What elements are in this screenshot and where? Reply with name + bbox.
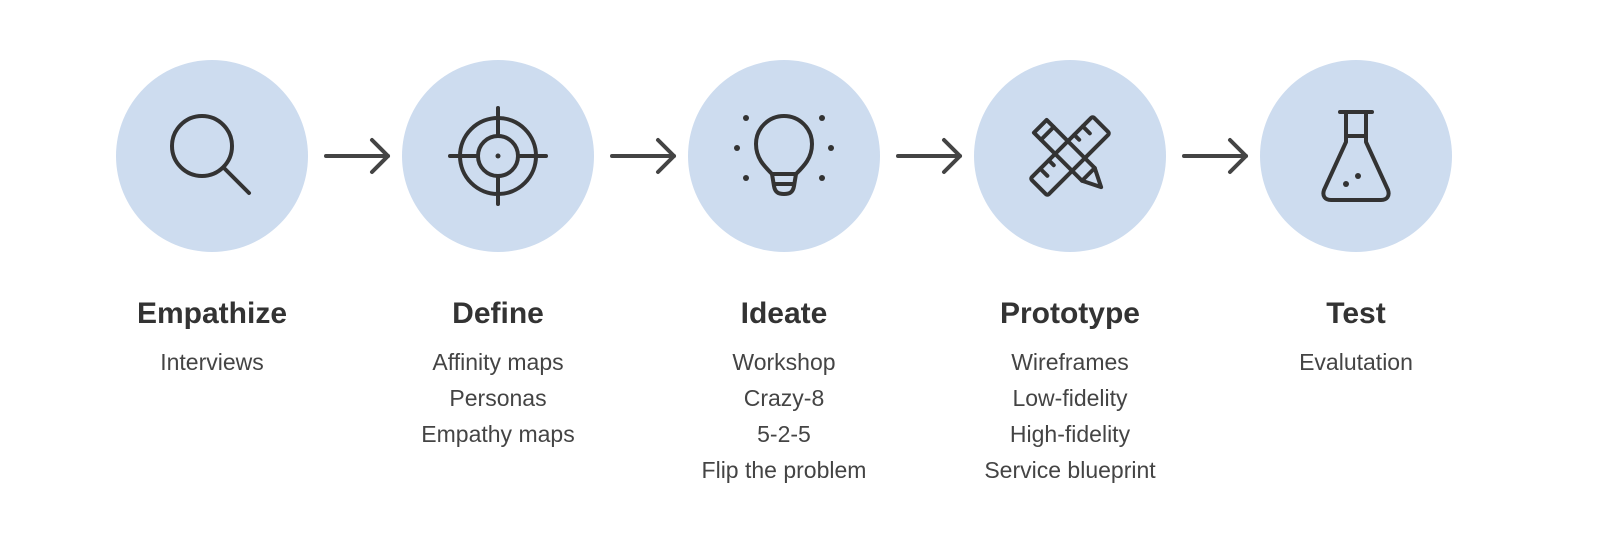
step-item: 5-2-5 [757, 421, 811, 447]
lightbulb-icon [734, 114, 834, 196]
step-empathize: Empathize Interviews [92, 60, 332, 380]
step-item: Personas [449, 385, 547, 411]
step-item: High-fidelity [1009, 421, 1131, 447]
pencil-ruler-icon [1029, 115, 1111, 197]
step-items: Workshop Crazy-8 5-2-5 Flip the problem [702, 344, 867, 488]
step-title: Prototype [999, 297, 1140, 330]
step-items: Interviews [160, 344, 264, 380]
step-circle [402, 60, 594, 252]
step-circle [974, 60, 1166, 252]
step-item: Empathy maps [421, 421, 575, 447]
step-items: Wireframes Low-fidelity High-fidelity Se… [984, 344, 1155, 488]
step-item: Evalutation [1299, 349, 1413, 375]
magnifier-icon [170, 114, 251, 195]
step-item: Flip the problem [701, 457, 867, 483]
crosshair-target-icon [448, 106, 548, 206]
arrow-right-icon [610, 138, 676, 174]
step-title: Ideate [740, 297, 828, 330]
step-title: Empathize [136, 297, 288, 330]
step-item: Affinity maps [432, 349, 564, 375]
step-title: Test [1326, 297, 1386, 330]
step-circle [1260, 60, 1452, 252]
step-item: Service blueprint [984, 457, 1156, 483]
step-define: Define Affinity maps Personas Empathy ma… [378, 60, 618, 452]
step-circle [688, 60, 880, 252]
step-ideate: Ideate Workshop Crazy-8 5-2-5 Flip the p… [664, 60, 904, 488]
step-items: Evalutation [1299, 344, 1413, 380]
step-items: Affinity maps Personas Empathy maps [421, 344, 574, 452]
step-circle [116, 60, 308, 252]
step-item: Crazy-8 [743, 385, 825, 411]
arrow-right-icon [1182, 138, 1248, 174]
arrow-right-icon [896, 138, 962, 174]
step-test: Test Evalutation [1236, 60, 1476, 380]
step-title: Define [452, 297, 544, 330]
step-item: Interviews [160, 349, 264, 375]
step-prototype: Prototype Wireframes Low-fidelity High-f… [950, 60, 1190, 488]
step-item: Workshop [732, 349, 836, 375]
step-item: Low-fidelity [1012, 385, 1128, 411]
flask-icon [1321, 110, 1391, 202]
arrow-right-icon [324, 138, 390, 174]
step-item: Wireframes [1011, 349, 1129, 375]
